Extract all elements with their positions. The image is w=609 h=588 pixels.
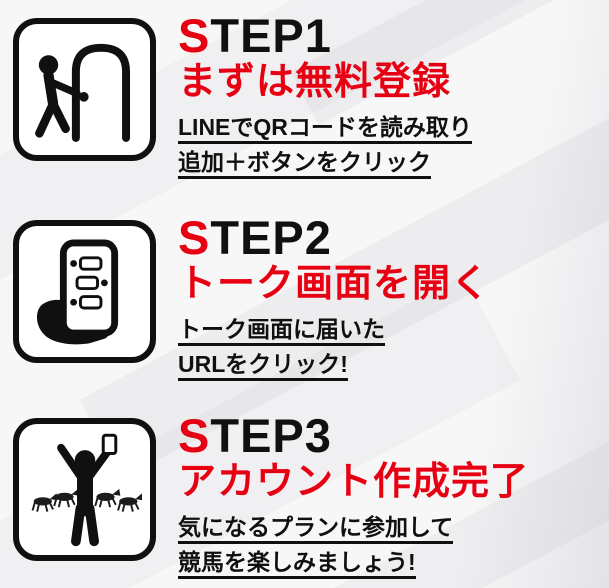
phone-chat-icon <box>13 220 156 363</box>
step-1-line-2: 追加＋ボタンをクリック <box>178 145 472 180</box>
step-3-heading: STEP3 <box>178 412 529 460</box>
account-complete-icon <box>13 418 156 561</box>
step-2-text: STEP2 トーク画面を開く トーク画面に届いた URLをクリック! <box>178 214 490 382</box>
step-3-section: STEP3 アカウント作成完了 気になるプランに参加して 競馬を楽しみましょう! <box>13 412 529 580</box>
step-2-line-1: トーク画面に届いた <box>178 312 490 347</box>
cheering-person <box>56 433 117 546</box>
step-2-heading-initial: S <box>178 211 211 264</box>
step-1-line-1: LINEでQRコードを読み取り <box>178 110 472 145</box>
step-1-heading-rest: TEP1 <box>210 9 332 62</box>
door-enter-icon <box>13 18 156 161</box>
step-2-heading: STEP2 <box>178 214 490 262</box>
step-3-title: アカウント作成完了 <box>178 460 530 503</box>
step-3-line-2: 競馬を楽しみましょう! <box>178 545 529 580</box>
step-3-line-1: 気になるプランに参加して <box>178 510 529 545</box>
step-2-heading-rest: TEP2 <box>210 211 332 264</box>
step-1-title: まずは無料登録 <box>178 60 452 103</box>
step-2-section: STEP2 トーク画面を開く トーク画面に届いた URLをクリック! <box>13 214 490 382</box>
step-2-line-2: URLをクリック! <box>178 347 490 382</box>
step-1-heading: STEP1 <box>178 12 472 60</box>
account-complete-graphic <box>31 433 142 546</box>
step-3-text: STEP3 アカウント作成完了 気になるプランに参加して 競馬を楽しみましょう! <box>178 412 529 580</box>
step-3-heading-rest: TEP3 <box>210 409 332 462</box>
step-2-title: トーク画面を開く <box>178 262 491 305</box>
step-1-section: STEP1 まずは無料登録 LINEでQRコードを読み取り 追加＋ボタンをクリッ… <box>13 12 472 180</box>
door-enter-graphic <box>34 43 130 142</box>
step-3-heading-initial: S <box>178 409 211 462</box>
step-1-heading-initial: S <box>178 9 211 62</box>
step-1-text: STEP1 まずは無料登録 LINEでQRコードを読み取り 追加＋ボタンをクリッ… <box>178 12 472 180</box>
phone-chat-graphic <box>36 239 118 344</box>
